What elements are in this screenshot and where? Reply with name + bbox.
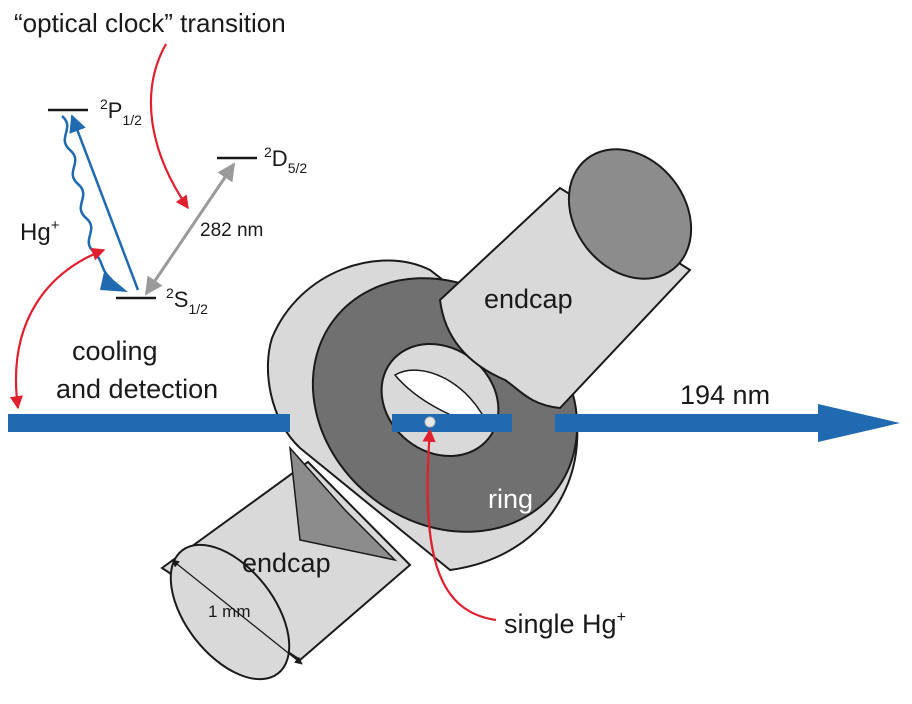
beam-hole-segment — [392, 414, 512, 432]
emission-arrowhead — [100, 272, 128, 292]
energy-level-diagram: 2P1/2 2D5/2 2S1/2 Hg+ 282 nm — [20, 96, 307, 317]
wavelength-194-label: 194 nm — [680, 380, 770, 410]
cooling-label-line1: cooling — [72, 336, 158, 366]
scale-bar-label: 1 mm — [208, 602, 251, 621]
ion-label: Hg+ — [20, 217, 60, 246]
diagram-title: “optical clock” transition — [14, 8, 286, 38]
clock-transition-arrow — [144, 162, 236, 296]
endcap-upper-label: endcap — [484, 284, 573, 314]
upper-endcap — [438, 148, 693, 410]
single-ion-dot — [424, 416, 436, 428]
upper-endcap-face — [567, 148, 693, 280]
lower-endcap-shadow — [289, 445, 398, 562]
laser-beam-194 — [8, 404, 900, 442]
absorption-arrow — [69, 114, 140, 291]
single-ion-label: single Hg+ — [504, 609, 626, 639]
clock-annotation-arrow — [149, 43, 189, 210]
cooling-annotation-arrow — [9, 247, 106, 410]
endcap-lower-label: endcap — [242, 548, 331, 578]
ring-label: ring — [488, 484, 533, 514]
emission-wavy-arrow — [61, 115, 113, 281]
scale-bar-arrow — [171, 559, 303, 665]
level-s-label: 2S1/2 — [166, 285, 208, 317]
level-p-label: 2P1/2 — [100, 96, 142, 128]
ion-annotation-arrow — [422, 428, 497, 622]
beam-right-arrow — [555, 404, 900, 442]
level-d-label: 2D5/2 — [264, 144, 307, 176]
wavelength-282-label: 282 nm — [200, 220, 263, 241]
cooling-label-line2: and detection — [56, 374, 218, 404]
beam-left — [8, 414, 290, 432]
